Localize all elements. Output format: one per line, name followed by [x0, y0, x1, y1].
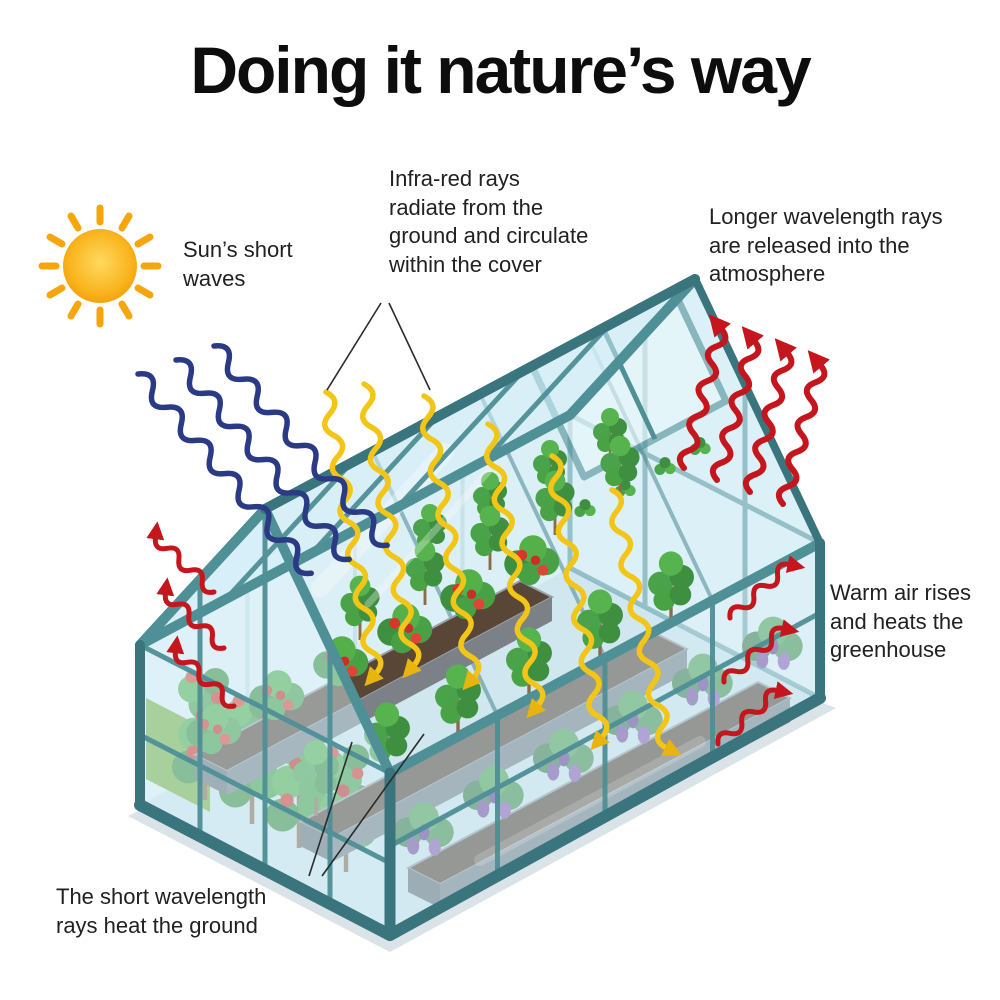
sun-waves-label: Sun’s short waves: [183, 237, 293, 291]
infrared-label: Infra-red rays radiate from the ground a…: [389, 166, 589, 277]
ground-heat-label: The short wavelength rays heat the groun…: [56, 884, 267, 938]
sun-short-waves: [135, 343, 390, 577]
left-roof-glass: [140, 279, 695, 645]
page-title: Doing it nature’s way: [190, 33, 811, 107]
infrared-rays: [322, 381, 682, 756]
released-label: Longer wavelength rays are released into…: [709, 204, 943, 287]
warm-air-arrows-right: [715, 555, 806, 747]
released-rays: [676, 314, 830, 507]
pointer-lines: [308, 302, 431, 877]
warm-air-label: Warm air rises and heats the greenhouse: [830, 580, 971, 663]
sun-icon: [38, 204, 162, 328]
warm-air-arrows-left: [146, 521, 237, 709]
